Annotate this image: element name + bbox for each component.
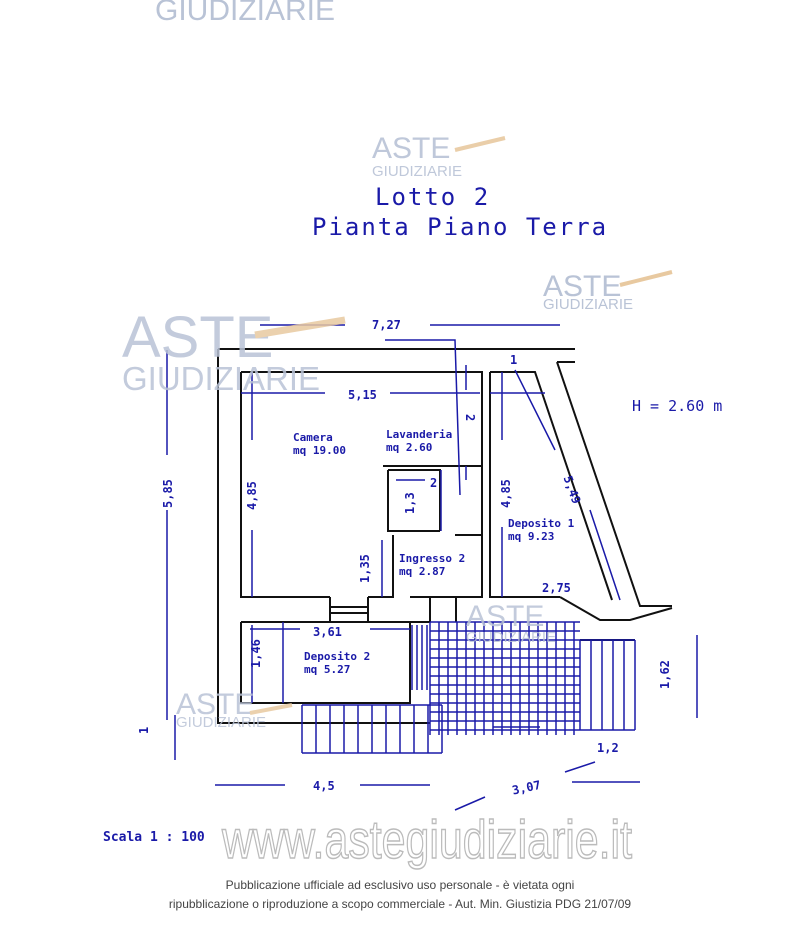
svg-text:ASTE: ASTE xyxy=(466,600,544,633)
svg-text:ASTE: ASTE xyxy=(122,305,274,370)
scale-label: Scala 1 : 100 xyxy=(103,830,205,845)
dim-stairs-height: 1,62 xyxy=(658,660,672,689)
room-deposito1-name: Deposito 1 xyxy=(508,517,575,530)
dim-lavanderia-depth: 2 xyxy=(463,414,477,421)
watermark-top: GIUDIZIARIE xyxy=(155,0,335,27)
dim-deposito2-height: 1,46 xyxy=(249,639,263,668)
dim-deposito1-bottom: 2,75 xyxy=(542,581,571,595)
svg-text:GIUDIZIARIE: GIUDIZIARIE xyxy=(466,629,556,646)
dim-overall-width: 7,27 xyxy=(372,318,401,332)
room-deposito2-area: mq 5.27 xyxy=(304,663,350,676)
dim-right-small: 1,2 xyxy=(597,741,619,755)
dim-camera-height: 4,85 xyxy=(245,481,259,510)
dim-step: 1 xyxy=(137,727,151,734)
watermark-center: ASTE GIUDIZIARIE xyxy=(466,600,556,646)
room-labels: Camera mq 19.00 Lavanderia mq 2.60 Ingre… xyxy=(293,428,575,676)
svg-text:ASTE: ASTE xyxy=(372,132,450,165)
dim-camera-width: 5,15 xyxy=(348,388,377,402)
room-deposito1-area: mq 9.23 xyxy=(508,530,554,543)
room-deposito2-name: Deposito 2 xyxy=(304,650,370,663)
watermark-title: ASTE GIUDIZIARIE xyxy=(372,132,506,180)
room-camera-name: Camera xyxy=(293,431,333,444)
footer-line-1: Pubblicazione ufficiale ad esclusivo uso… xyxy=(225,878,575,892)
title-lotto: Lotto 2 xyxy=(375,183,490,211)
watermark-right: ASTE GIUDIZIARIE xyxy=(543,270,673,313)
watermark-bottom-left: ASTE GIUDIZIARIE xyxy=(176,688,293,731)
dim-deposito1-top: 1 xyxy=(510,353,517,367)
dim-lavanderia-1-3: 1,3 xyxy=(403,492,417,514)
watermark-site: www.astegiudiziarie.it xyxy=(221,810,632,870)
room-ingresso-name: Ingresso 2 xyxy=(399,552,465,565)
dim-diagonal: 5,49 xyxy=(561,474,584,506)
dim-ingresso-1-35: 1,35 xyxy=(358,554,372,583)
title-pianta: Pianta Piano Terra xyxy=(312,213,608,241)
room-ingresso-area: mq 2.87 xyxy=(399,565,445,578)
dim-deposito1-height: 4,85 xyxy=(499,479,513,508)
watermark-left: ASTE GIUDIZIARIE xyxy=(122,305,346,397)
dim-bottom-width: 4,5 xyxy=(313,779,335,793)
svg-text:GIUDIZIARIE: GIUDIZIARIE xyxy=(176,714,266,731)
height-label: H = 2.60 m xyxy=(632,397,722,415)
svg-text:GIUDIZIARIE: GIUDIZIARIE xyxy=(543,296,633,313)
svg-text:ASTE: ASTE xyxy=(543,270,621,303)
svg-text:GIUDIZIARIE: GIUDIZIARIE xyxy=(372,163,462,180)
dim-overall-height: 5,85 xyxy=(161,479,175,508)
dim-lavanderia-2: 2 xyxy=(430,476,437,490)
svg-text:ASTE: ASTE xyxy=(176,688,254,721)
room-camera-area: mq 19.00 xyxy=(293,444,346,457)
footer-line-2: ripubblicazione o riproduzione a scopo c… xyxy=(168,897,632,911)
svg-text:GIUDIZIARIE: GIUDIZIARIE xyxy=(122,360,320,397)
dim-bottom-diag: 3,07 xyxy=(511,778,542,798)
room-lavanderia-area: mq 2.60 xyxy=(386,441,432,454)
dimension-lines xyxy=(166,324,698,811)
dim-deposito2-width: 3,61 xyxy=(313,625,342,639)
room-lavanderia-name: Lavanderia xyxy=(386,428,452,441)
stairs xyxy=(301,621,636,754)
